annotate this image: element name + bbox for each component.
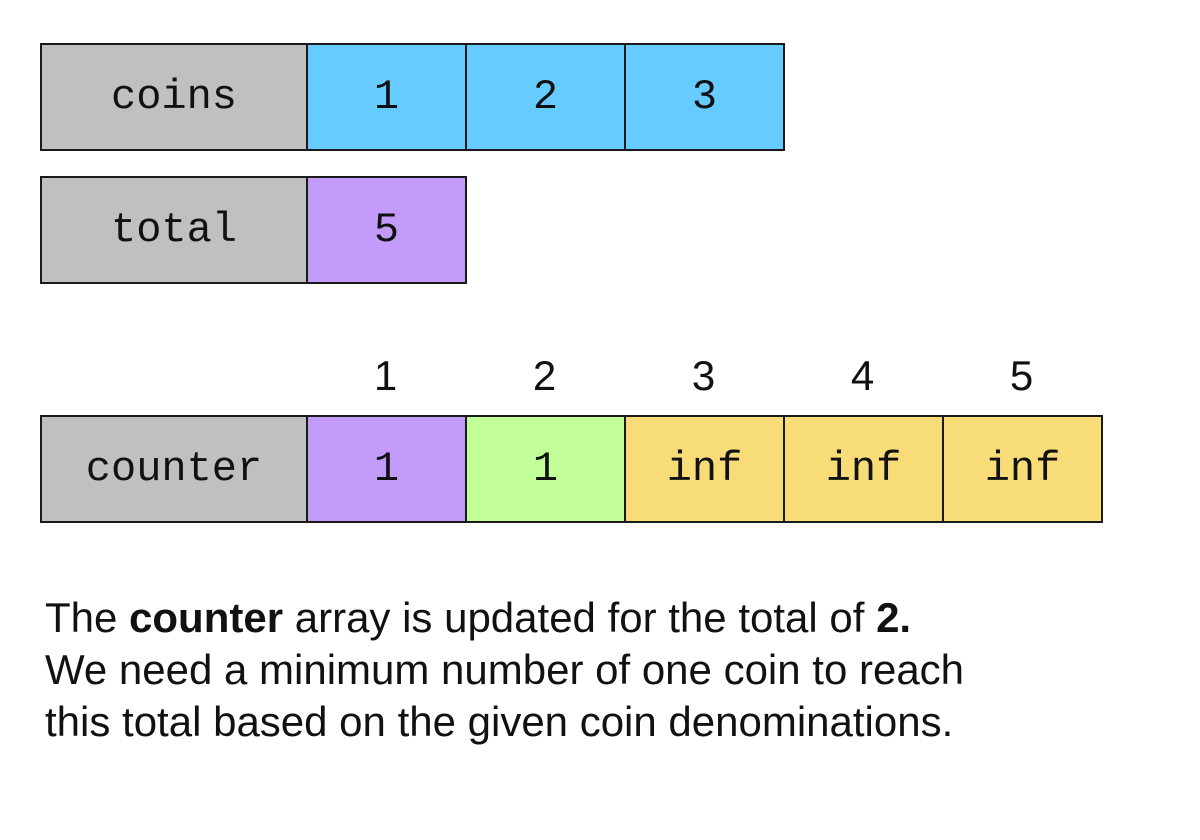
counter-cell: inf [783,415,944,523]
coin-cell: 3 [624,43,785,151]
caption-bold-total: 2. [876,594,912,641]
caption-line-2: We need a minimum number of one coin to … [45,646,965,693]
index-label: 3 [691,352,716,399]
caption-part: array is updated for the total of [283,594,877,641]
counter-index-row: 1 2 3 4 5 [306,352,1101,400]
total-value-cell: 5 [306,176,467,284]
total-label: total [40,176,308,284]
caption-part: The [45,594,130,641]
counter-cell: inf [624,415,785,523]
caption-line-3: this total based on the given coin denom… [45,698,954,745]
coin-cell: 2 [465,43,626,151]
index-label: 4 [850,352,875,399]
index-label: 5 [1009,352,1034,399]
total-array: total 5 [40,176,467,284]
index-label: 1 [373,352,398,399]
caption-text: The counter array is updated for the tot… [45,592,1165,748]
caption-line-1: The counter array is updated for the tot… [45,592,1165,644]
index-label: 2 [532,352,557,399]
counter-cell: 1 [465,415,626,523]
counter-cell: 1 [306,415,467,523]
caption-bold-counter: counter [129,594,284,641]
counter-array: counter 1 1 inf inf inf [40,415,1103,523]
counter-label: counter [40,415,308,523]
coins-label: coins [40,43,308,151]
coin-cell: 1 [306,43,467,151]
counter-cell: inf [942,415,1103,523]
coins-array: coins 1 2 3 [40,43,785,151]
